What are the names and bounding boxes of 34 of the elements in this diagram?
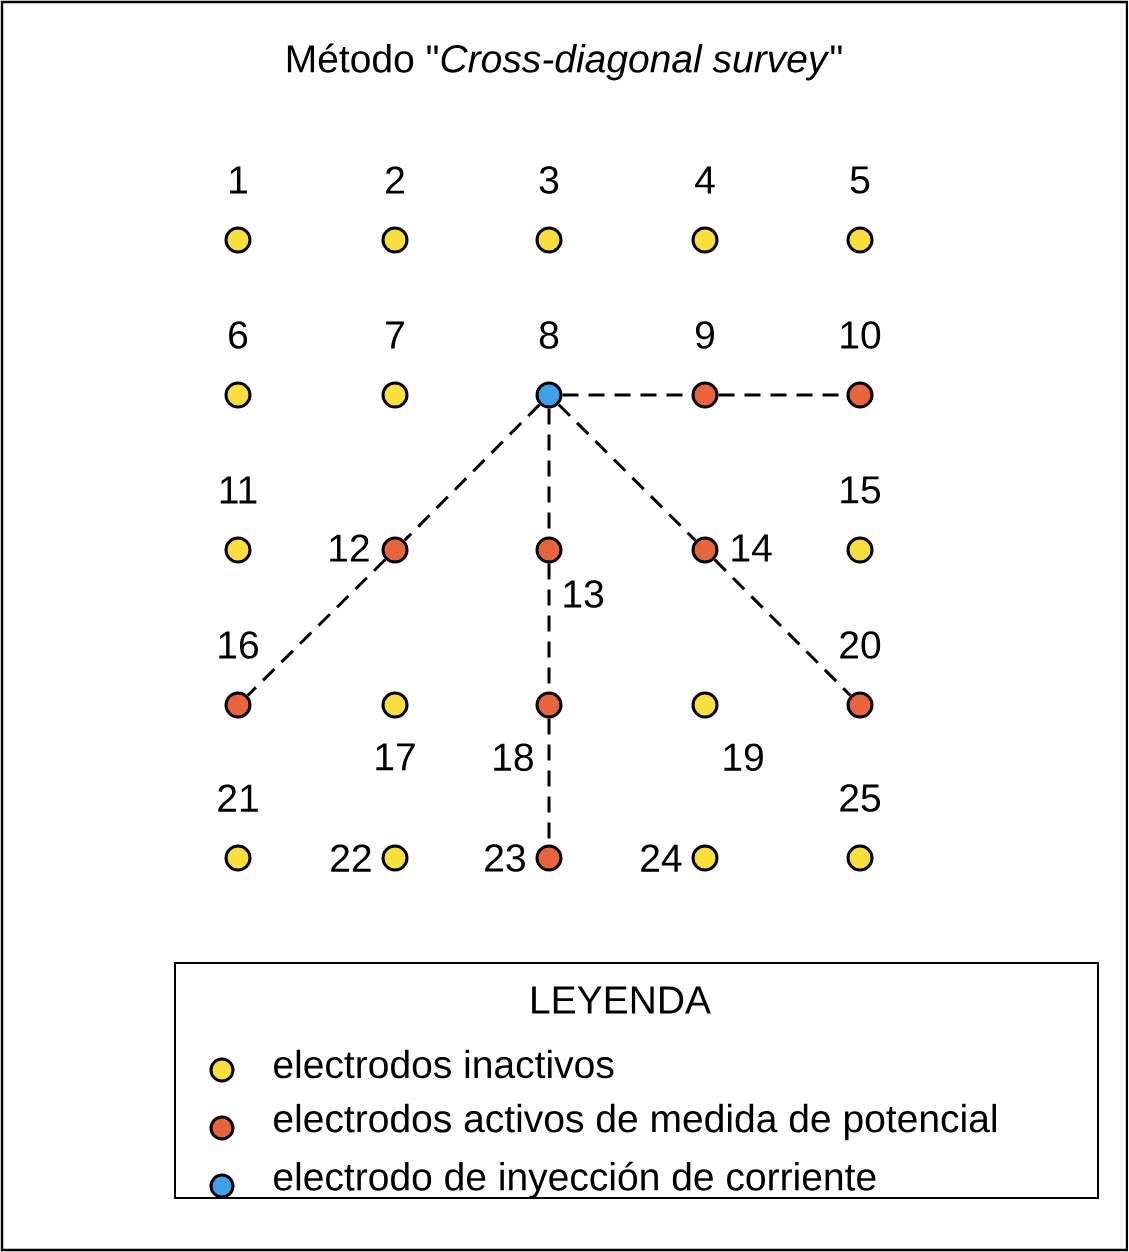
electrode-number: 1 — [230, 166, 247, 194]
electrode-number: 4 — [695, 166, 715, 194]
legend-text: electrodos inactivos — [274, 1049, 614, 1079]
electrode-number: 18 — [494, 743, 533, 771]
electrode-number: 11 — [220, 476, 257, 504]
electrode-number: 9 — [696, 321, 714, 349]
electrode-number: 15 — [841, 476, 881, 504]
electrode-number: 7 — [386, 321, 404, 349]
legend-text: electrodos activos de medida de potencial — [274, 1103, 996, 1141]
electrode-number: 24 — [641, 844, 682, 872]
electrode-number: 25 — [840, 784, 881, 812]
electrode-number: 12 — [330, 534, 369, 562]
electrode-number: 17 — [376, 743, 415, 771]
electrode-number: 22 — [331, 844, 371, 872]
dashed-line — [557, 403, 697, 542]
electrode-number: 19 — [724, 743, 763, 771]
title: Método "Cross-diagonal survey" — [287, 43, 842, 81]
electrode-number: 6 — [229, 321, 248, 349]
electrode-number: 16 — [219, 631, 258, 659]
electrode-number: 3 — [539, 166, 559, 194]
dashed-line — [713, 558, 852, 697]
electrode-number: 21 — [218, 784, 258, 812]
electrode-number: 2 — [386, 166, 404, 194]
electrode-number: 14 — [732, 534, 772, 562]
electrode-number: 5 — [850, 166, 870, 194]
electrode-number: 10 — [841, 321, 881, 349]
legend-title: LEYENDA — [532, 986, 711, 1014]
electrode-number: 20 — [840, 631, 881, 659]
electrode-number: 8 — [539, 321, 559, 349]
dashed-line — [403, 403, 541, 542]
electrode-number: 23 — [485, 844, 525, 872]
legend-text: electrodo de inyección de corriente — [274, 1161, 876, 1199]
electrode-number: 13 — [564, 580, 604, 608]
dashed-line — [246, 558, 387, 697]
